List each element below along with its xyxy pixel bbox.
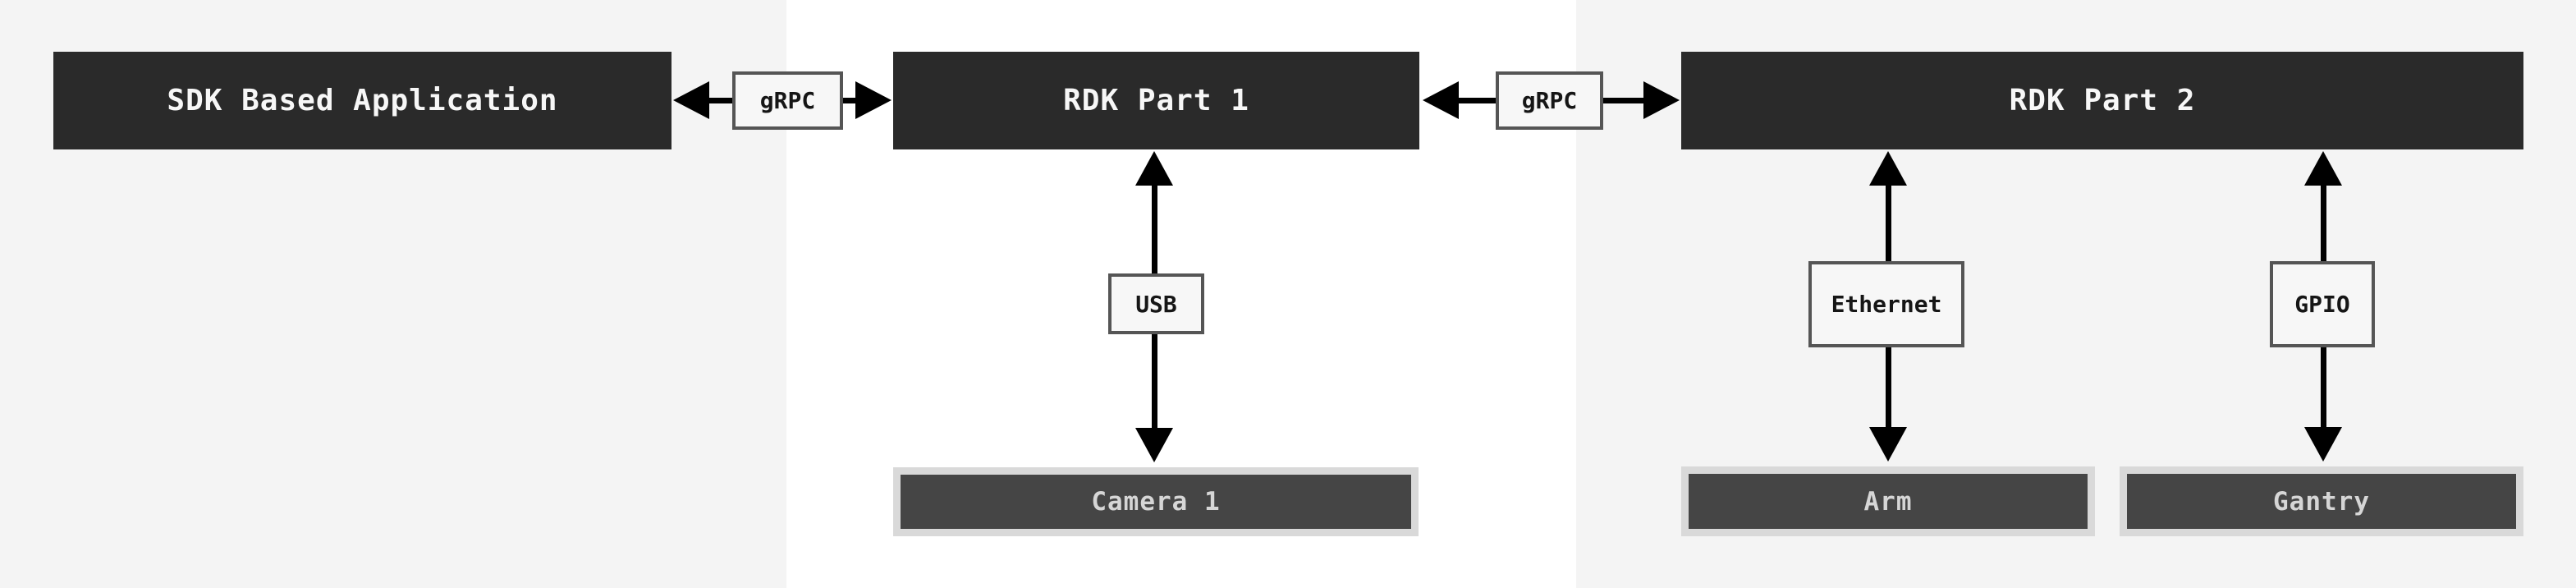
ethernet-arrowhead-down xyxy=(1869,427,1907,462)
gpio-arrowhead-down xyxy=(2304,427,2342,462)
grpc1-label: gRPC xyxy=(759,87,816,114)
gpio-label: GPIO xyxy=(2294,291,2350,318)
gpio-label-chip: GPIO xyxy=(2270,261,2375,347)
grpc2-arrowhead-left xyxy=(1423,81,1459,119)
ethernet-arrowhead-up xyxy=(1869,151,1907,186)
ethernet-label-chip: Ethernet xyxy=(1808,261,1964,347)
rdk-part-1-label: RDK Part 1 xyxy=(1063,84,1249,117)
gantry-node-inner: Gantry xyxy=(2127,474,2516,529)
arm-label: Arm xyxy=(1863,486,1913,517)
usb-arrowhead-down xyxy=(1135,428,1173,462)
grpc2-label: gRPC xyxy=(1521,87,1578,114)
grpc1-arrowhead-right xyxy=(855,81,892,119)
sdk-based-application-node: SDK Based Application xyxy=(53,52,672,149)
grpc2-arrowhead-right xyxy=(1643,81,1680,119)
grpc1-label-chip: gRPC xyxy=(732,71,843,130)
gantry-label: Gantry xyxy=(2273,486,2370,517)
ethernet-label: Ethernet xyxy=(1831,291,1942,318)
rdk-part-2-node: RDK Part 2 xyxy=(1681,52,2523,149)
arm-node: Arm xyxy=(1681,466,2095,536)
rdk-part-2-label: RDK Part 2 xyxy=(2009,84,2196,117)
gpio-arrowhead-up xyxy=(2304,151,2342,186)
sdk-based-application-label: SDK Based Application xyxy=(167,84,558,117)
grpc2-label-chip: gRPC xyxy=(1496,71,1603,130)
usb-arrowhead-up xyxy=(1135,151,1173,186)
rdk-part-1-node: RDK Part 1 xyxy=(893,52,1419,149)
gantry-node: Gantry xyxy=(2120,466,2523,536)
camera-1-node-inner: Camera 1 xyxy=(901,475,1411,529)
usb-label-chip: USB xyxy=(1108,273,1204,334)
arm-node-inner: Arm xyxy=(1689,474,2088,529)
grpc1-arrowhead-left xyxy=(673,81,709,119)
usb-label: USB xyxy=(1135,290,1177,318)
camera-1-node: Camera 1 xyxy=(893,467,1419,536)
camera-1-label: Camera 1 xyxy=(1091,487,1221,517)
